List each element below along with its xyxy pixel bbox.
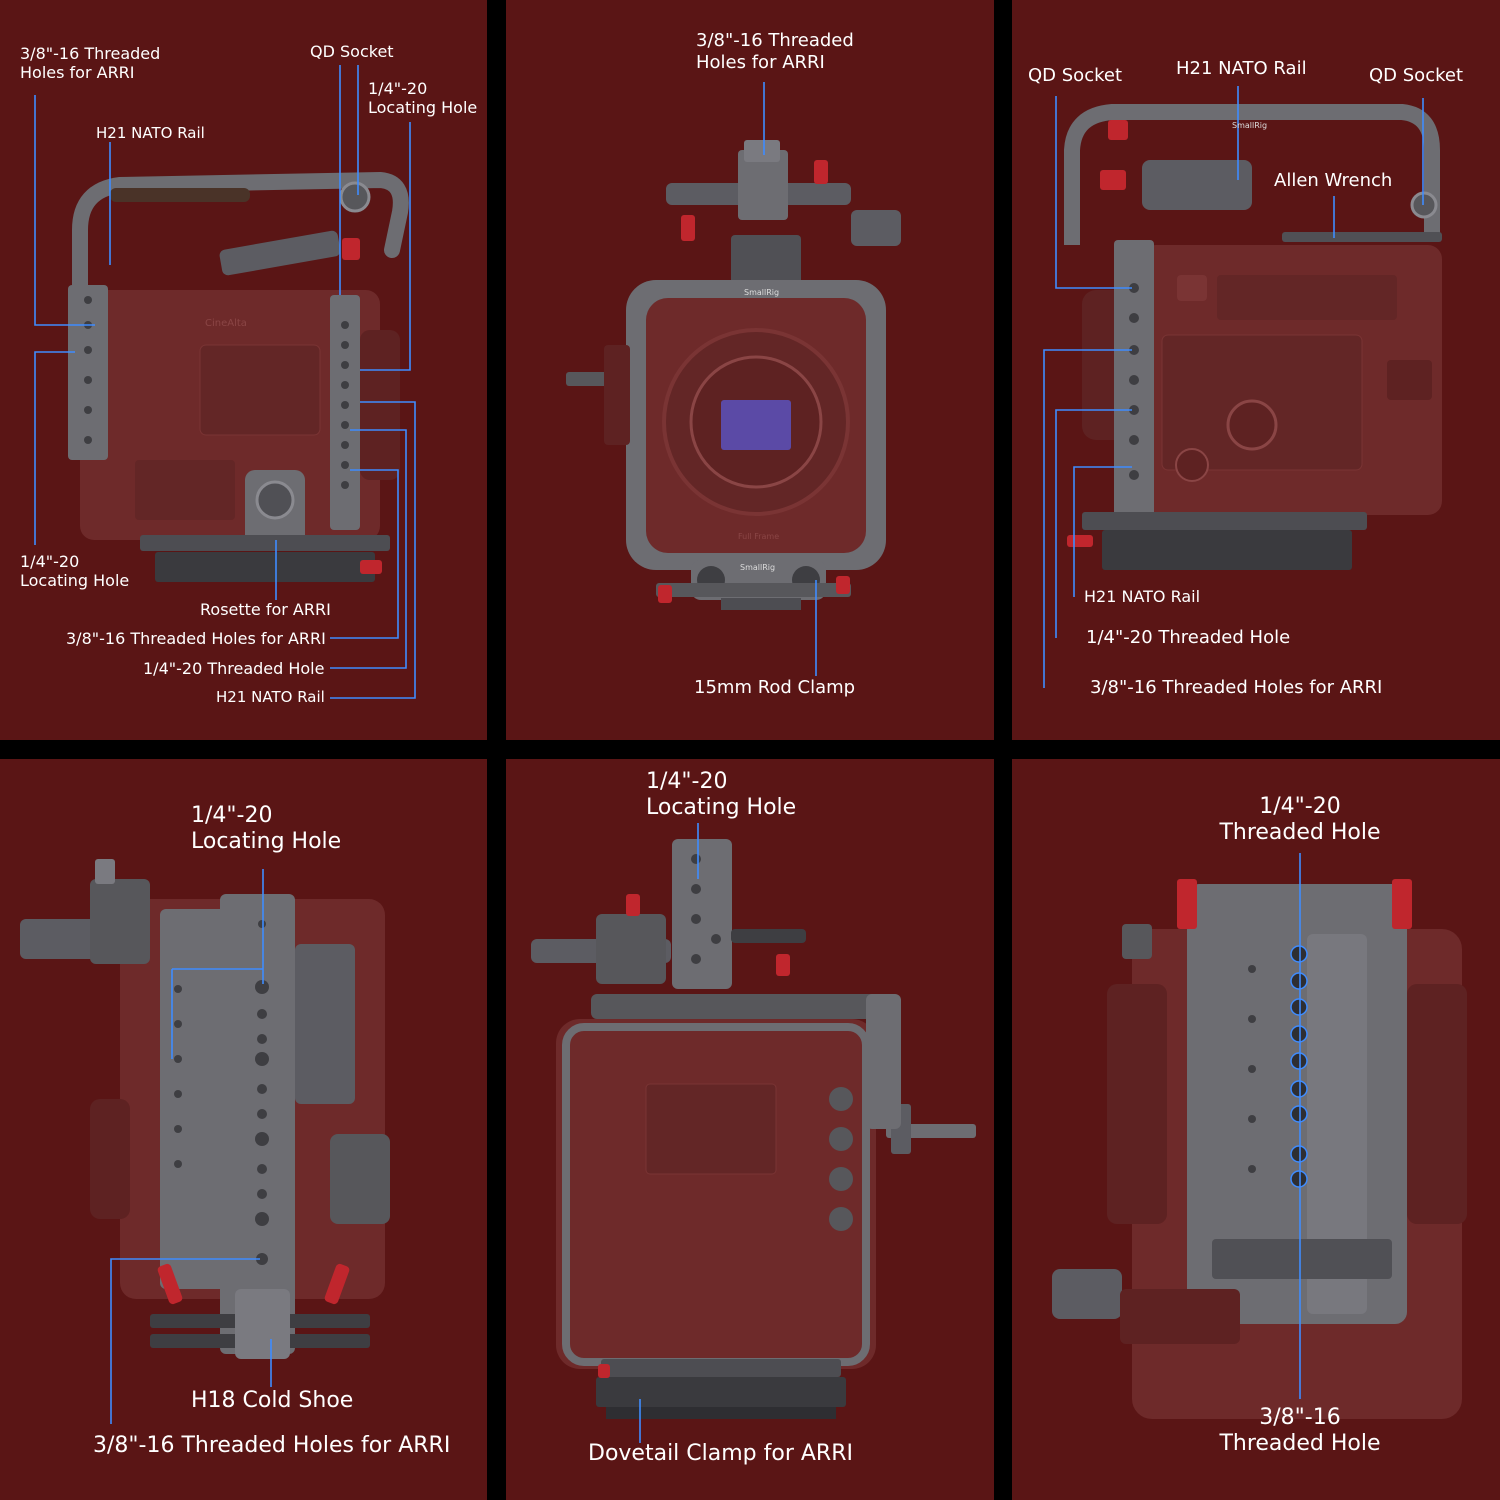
label-locating-hole-left: 1/4"-20 Locating Hole	[20, 552, 130, 591]
panel-left-side-view: 3/8"-16 Threaded Holes for ARRI QD Socke…	[0, 0, 487, 740]
label-threaded-hole-bottom: 3/8"-16 Threaded Hole	[1219, 1405, 1381, 1457]
label-threaded-hole-top: 1/4"-20 Threaded Hole	[1219, 794, 1381, 846]
label-nato-rail-bottom: H21 NATO Rail	[1084, 587, 1201, 606]
top-handle	[1064, 104, 1440, 245]
cage-side-plate	[160, 909, 230, 1289]
panel-bottom-view: 1/4"-20 Threaded Hole 3/8"-16 Threaded H…	[1012, 759, 1500, 1500]
panel-front-view: 3/8"-16 Threaded Holes for ARRI 15mm Rod…	[506, 0, 994, 740]
image-sensor	[721, 400, 791, 450]
top-plate	[220, 894, 295, 1354]
sensor-note-text: Full Frame	[738, 532, 780, 541]
cage-brand-text: SmallRig	[744, 288, 780, 297]
label-threaded-holes-arri: 3/8"-16 Threaded Holes for ARRI	[1090, 677, 1383, 698]
camera-cage-left-side-illustration	[34, 65, 416, 699]
label-threaded-hole: 1/4"-20 Threaded Hole	[1086, 627, 1291, 648]
top-handle	[72, 171, 409, 298]
label-rod-clamp: 15mm Rod Clamp	[694, 677, 856, 698]
camera-cage-right-side-illustration	[1043, 86, 1442, 688]
allen-wrench	[1282, 232, 1442, 242]
rosette	[255, 480, 295, 520]
cage-side-bar	[68, 285, 108, 460]
label-qd-socket: QD Socket	[310, 42, 394, 61]
label-dovetail-clamp: Dovetail Clamp for ARRI	[588, 1441, 853, 1466]
label-threaded-hole: 1/4"-20 Threaded Hole	[143, 659, 325, 678]
label-rosette: Rosette for ARRI	[200, 600, 331, 619]
label-threaded-holes-arri: 3/8"-16 Threaded Holes for ARRI	[696, 30, 854, 73]
label-threaded-holes-arri-2: 3/8"-16 Threaded Holes for ARRI	[66, 629, 326, 648]
label-threaded-holes-arri: 3/8"-16 Threaded Holes for ARRI	[93, 1433, 451, 1458]
top-plate	[672, 839, 732, 989]
label-nato-rail-top: H21 NATO Rail	[1176, 58, 1307, 79]
handle-brand-text: SmallRig	[1232, 121, 1268, 130]
camera-cage-rear-illustration	[531, 823, 976, 1443]
label-threaded-holes-arri: 3/8"-16 Threaded Holes for ARRI	[20, 44, 161, 83]
camera-cage-bottom-illustration	[1052, 853, 1467, 1419]
baseplate	[1082, 512, 1367, 530]
wood-grip	[110, 188, 250, 202]
baseplate	[140, 535, 390, 551]
label-locating-hole-top: 1/4"-20 Locating Hole	[368, 79, 478, 118]
label-allen-wrench: Allen Wrench	[1274, 170, 1393, 191]
v-mount-plate	[645, 1083, 777, 1175]
camera-brand-text: CineAlta	[205, 318, 247, 329]
label-cold-shoe: H18 Cold Shoe	[191, 1388, 354, 1413]
label-locating-hole: 1/4"-20 Locating Hole	[646, 769, 797, 821]
label-nato-rail-2: H21 NATO Rail	[216, 688, 325, 706]
dovetail-clamp	[596, 1377, 846, 1407]
camera-rear	[556, 1019, 876, 1369]
label-qd-socket-left: QD Socket	[1028, 65, 1122, 86]
panel-top-view: 1/4"-20 Locating Hole H18 Cold Shoe 3/8"…	[0, 759, 487, 1500]
camera-cage-top-illustration	[20, 859, 390, 1424]
clamp-brand-text: SmallRig	[740, 563, 776, 572]
panel-rear-view: 1/4"-20 Locating Hole Dovetail Clamp for…	[506, 759, 994, 1500]
panel-right-side-view: QD Socket H21 NATO Rail QD Socket Allen …	[1012, 0, 1500, 740]
label-nato-rail: H21 NATO Rail	[96, 124, 205, 142]
label-qd-socket-right: QD Socket	[1369, 65, 1463, 86]
camera-cage-front-illustration	[566, 82, 901, 676]
label-locating-hole: 1/4"-20 Locating Hole	[191, 803, 342, 855]
cold-shoe	[235, 1289, 290, 1359]
